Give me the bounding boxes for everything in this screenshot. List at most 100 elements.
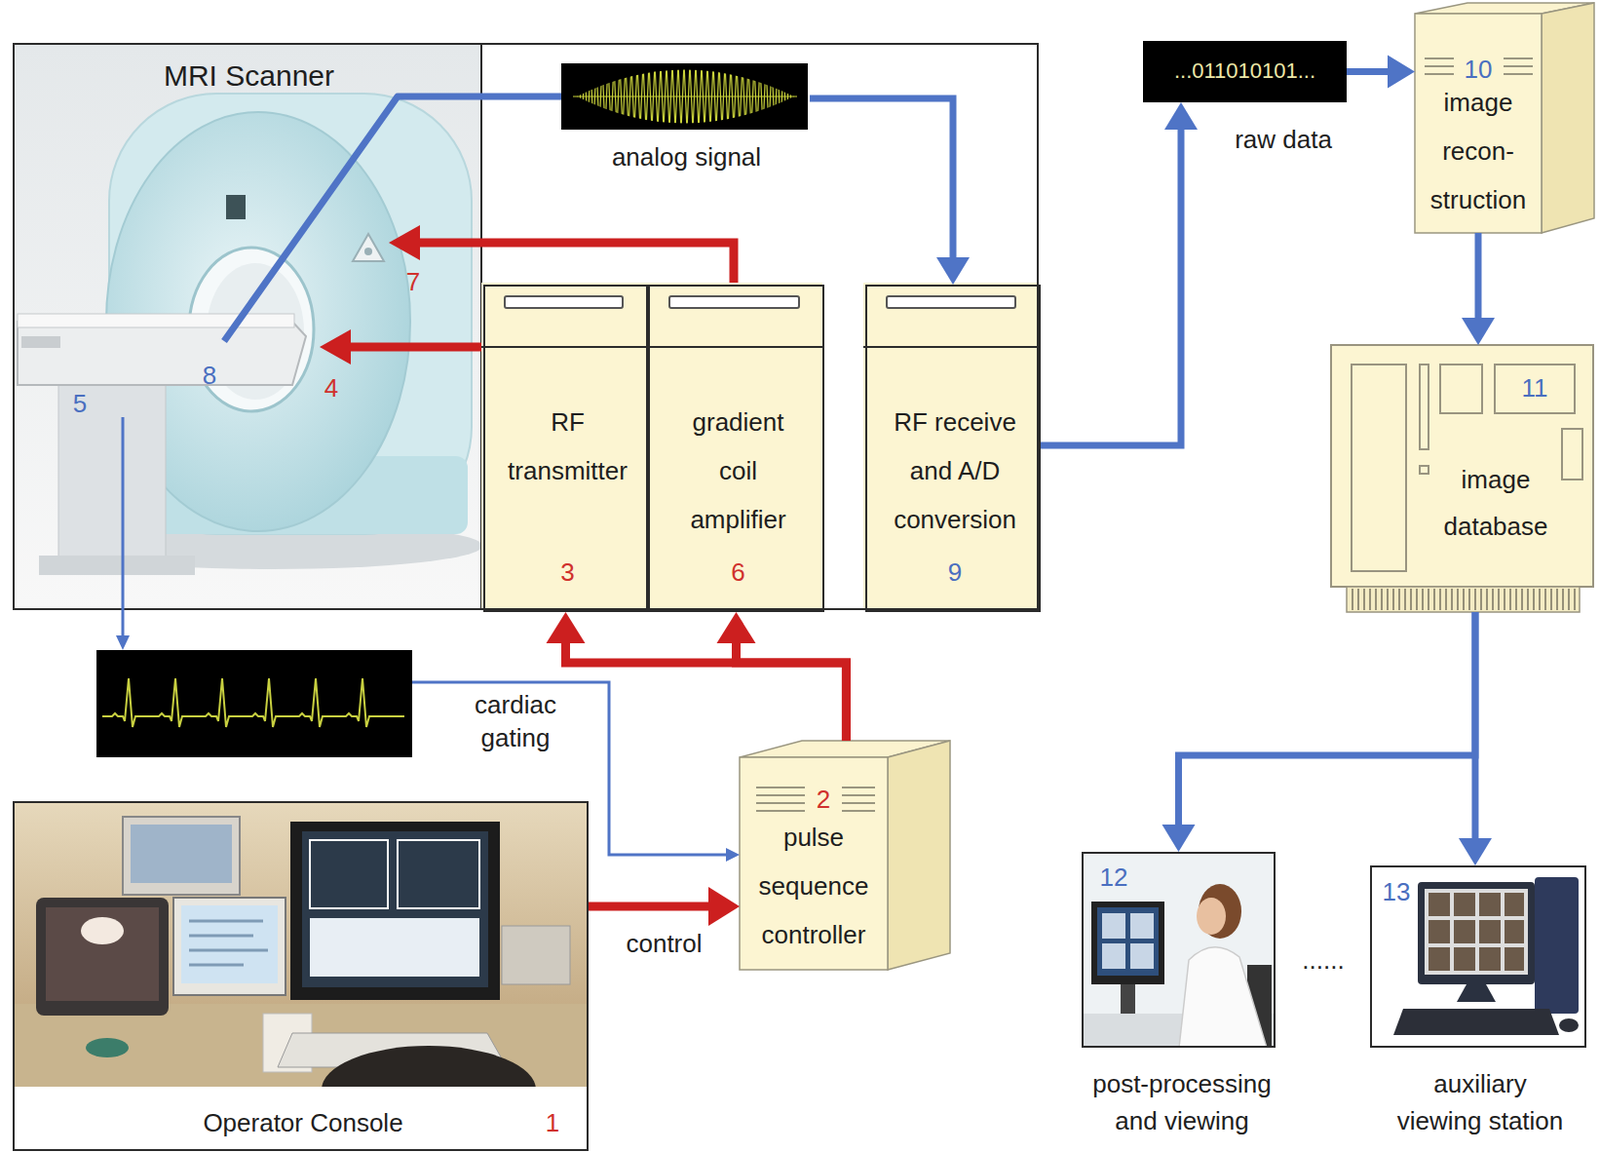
mri-scanner-photo — [106, 112, 411, 532]
viewing-station-photo — [1428, 919, 1450, 944]
connector-arrow — [1040, 102, 1198, 446]
operator-console-photo — [302, 831, 489, 988]
operator-console-photo — [501, 925, 571, 985]
callout-number: 12 — [1092, 861, 1136, 893]
mri-scanner-photo — [14, 44, 482, 609]
controller-cabinet-drawing — [739, 740, 951, 758]
receive-coil-lead — [224, 96, 562, 342]
viewing-station-photo — [1559, 1018, 1579, 1032]
ecg-trace — [336, 678, 383, 727]
workstation-photo: 13auxiliary viewing station — [1370, 865, 1587, 1048]
mri-scanner-photo — [206, 263, 305, 400]
signal-label: cardiac gating — [461, 687, 570, 755]
text-slot: pulse sequence controller — [747, 812, 880, 959]
analog-waveform — [572, 96, 798, 98]
database-board: 11image database — [1331, 344, 1594, 612]
controller-cabinet: 2pulse sequence controller — [739, 757, 888, 970]
mri-scanner-photo — [352, 233, 384, 262]
ecg-trace — [195, 678, 243, 727]
database-board-drawing — [1331, 344, 1594, 587]
text-slot: 12 — [1092, 861, 1136, 893]
gradient-pulse-arrow — [418, 242, 734, 283]
mri-scanner-photo — [63, 522, 482, 570]
post-processing-photo — [1198, 883, 1242, 939]
connector-arrow — [1346, 55, 1415, 89]
operator-console-photo — [397, 839, 480, 909]
callout-number: 7 — [398, 266, 428, 298]
controller-cabinet-drawing — [841, 794, 876, 797]
post-processing-photo — [1120, 984, 1136, 1014]
server-cabinet-drawing — [1503, 73, 1533, 76]
viewing-station-photo — [1453, 947, 1476, 971]
ecg-trace — [242, 678, 290, 727]
text-slot: raw data — [1210, 123, 1357, 155]
operator-console-photo — [45, 907, 159, 1001]
connector-arrow — [1458, 611, 1492, 866]
cardiac-gating-line — [725, 847, 740, 862]
callout-number: 1 — [533, 1106, 572, 1139]
callout-number: 4 — [316, 372, 346, 404]
panel-divider — [480, 42, 483, 610]
connector-line — [1346, 68, 1389, 76]
database-board-drawing — [1352, 588, 1575, 610]
server-cabinet-drawing — [1424, 57, 1454, 60]
server-cabinet-drawing — [1541, 2, 1595, 233]
post-processing-photo — [1102, 913, 1126, 939]
arrowhead — [1458, 838, 1492, 866]
database-board-drawing — [1419, 465, 1429, 474]
rf-pulse-arrow — [319, 329, 351, 365]
arrowhead — [1461, 317, 1495, 345]
viewing-station-photo — [1393, 1008, 1560, 1035]
operator-console-photo — [122, 816, 240, 895]
console-panel: Operator Console1 — [12, 800, 589, 1151]
connector-arrow — [809, 98, 970, 285]
operator-console-photo — [309, 917, 480, 977]
connector-line — [1040, 128, 1181, 446]
post-processing-photo — [1130, 913, 1154, 939]
arrowhead — [717, 611, 757, 644]
cabinet-label: gradient coil amplifier — [674, 397, 802, 544]
cabinet-drawing — [669, 296, 800, 308]
text-slot: auxiliary viewing station — [1392, 1065, 1568, 1140]
ecg-trace — [96, 649, 413, 758]
controller-cabinet-drawing — [756, 786, 805, 789]
controller-cabinet-drawing — [756, 809, 805, 812]
mri-scanner-photo — [17, 313, 295, 328]
connector-line — [1471, 611, 1479, 839]
operator-console-photo — [173, 897, 286, 995]
text-slot: gradient coil amplifier — [674, 397, 802, 544]
controller-cabinet-drawing — [756, 794, 805, 797]
controller-cabinet-drawing — [841, 801, 876, 804]
text-slot: 2 — [803, 783, 843, 815]
operator-console-photo — [14, 802, 587, 1087]
ecg-lead — [121, 417, 125, 638]
operator-console-photo — [14, 1003, 587, 1087]
callout-number: 10 — [1448, 53, 1508, 85]
operator-console-photo — [130, 824, 232, 883]
board-label: image database — [1432, 456, 1560, 550]
scanner-region: MRI Scanneranalog signalRF transmitter3g… — [12, 42, 1039, 610]
viewing-station-photo — [1479, 947, 1501, 971]
signal-box: analog signal — [563, 65, 810, 132]
post-processing-photo — [1179, 947, 1267, 1046]
viewing-station-photo — [1428, 892, 1524, 971]
viewing-station-photo — [1428, 892, 1450, 916]
server-cabinet-drawing — [1424, 73, 1454, 76]
text-slot: 7 — [398, 266, 428, 298]
server-cabinet-drawing — [1414, 13, 1542, 233]
server-cabinet-drawing — [1414, 2, 1595, 233]
text-slot: 1 — [533, 1106, 572, 1139]
text-slot: 4 — [316, 372, 346, 404]
operator-console-photo — [277, 1032, 507, 1067]
ecg-trace — [96, 649, 413, 758]
cabinet-drawing — [886, 296, 1016, 308]
callout-number: 3 — [485, 557, 650, 587]
arrowhead — [546, 611, 586, 644]
cabinet-label: RF receive and A/D conversion — [876, 397, 1033, 544]
cabinet-drawing — [504, 296, 623, 308]
post-processing-photo — [1102, 943, 1126, 969]
connector-arrow — [546, 611, 847, 741]
region-title: MRI Scanner — [14, 58, 484, 94]
